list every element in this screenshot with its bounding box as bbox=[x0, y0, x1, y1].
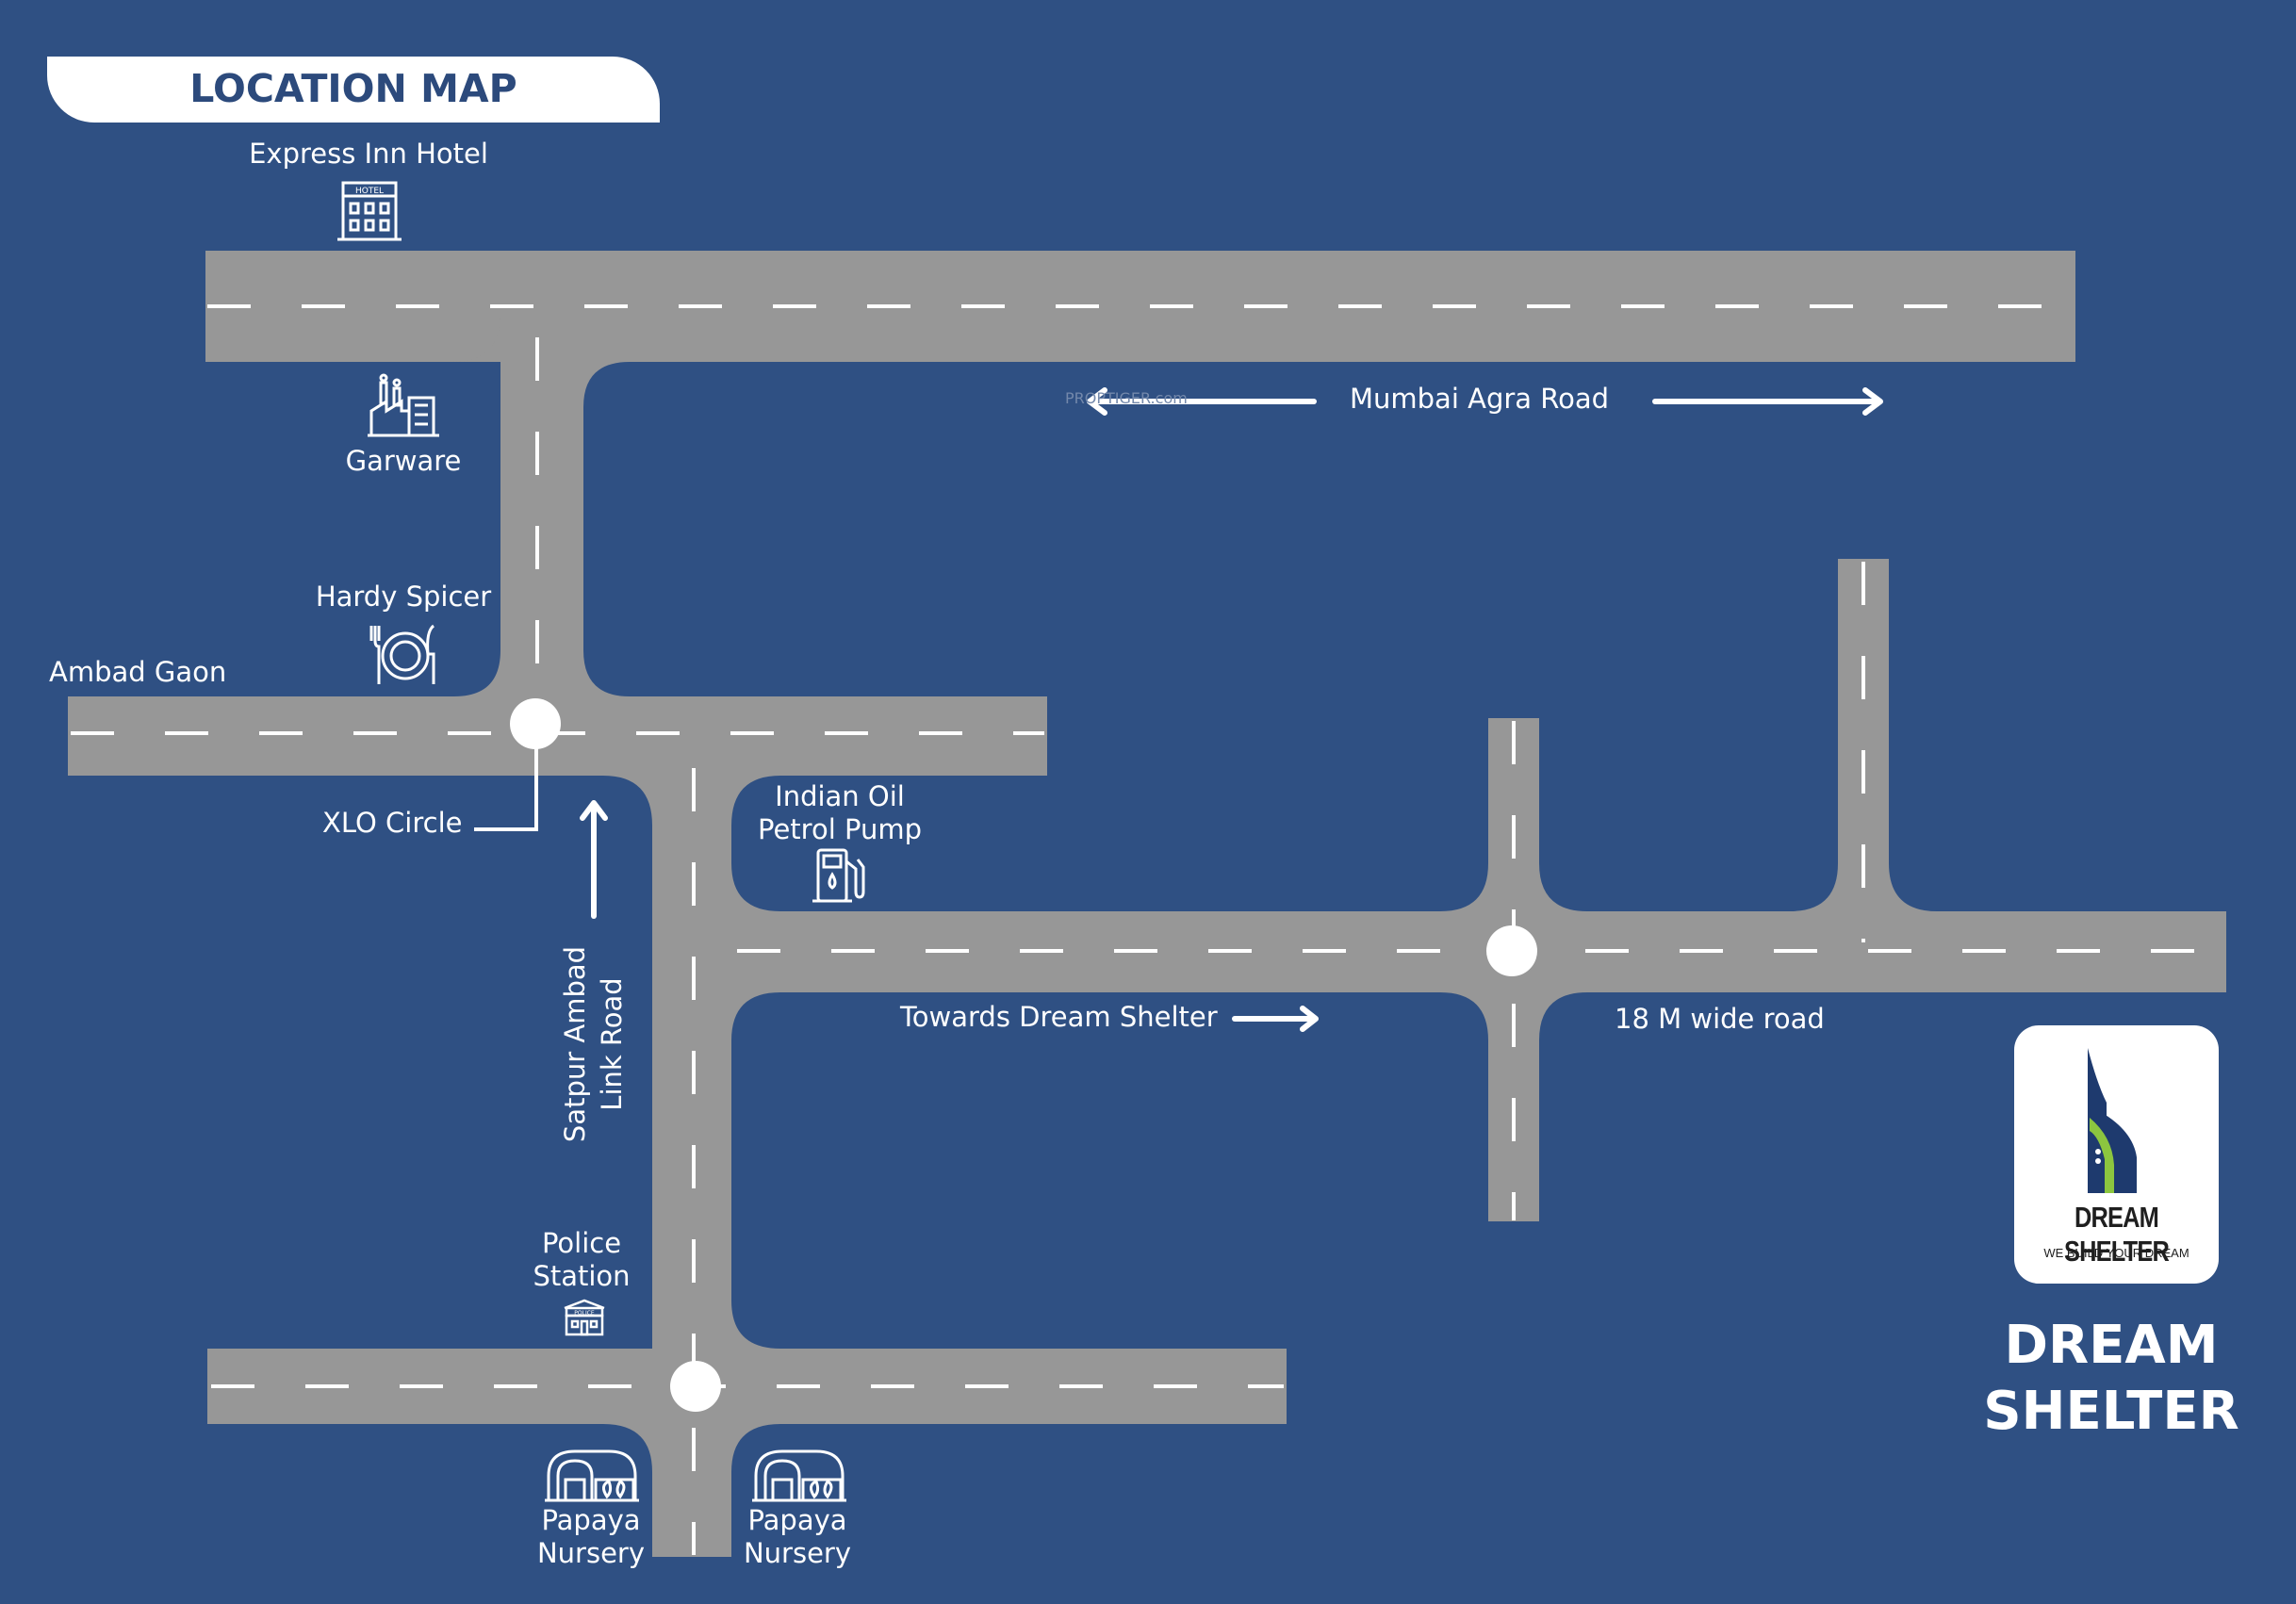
label-garware: Garware bbox=[345, 445, 462, 477]
label-18m-wide-road: 18 M wide road bbox=[1615, 1003, 1825, 1035]
xlo-circle-marker bbox=[510, 698, 561, 749]
brand-line1: DREAM bbox=[2004, 1315, 2219, 1376]
label-towards-dream-shelter: Towards Dream Shelter bbox=[900, 1001, 1218, 1033]
label-express-inn-hotel: Express Inn Hotel bbox=[249, 138, 488, 170]
police-line2: Station bbox=[533, 1259, 631, 1292]
dream-shelter-logo: DREAM SHELTER WE BUILD YOUR DREAM bbox=[2014, 1025, 2219, 1284]
brand-name: DREAM SHELTER bbox=[1983, 1303, 2239, 1453]
indian-oil-line1: Indian Oil bbox=[775, 780, 905, 812]
building-logo-icon bbox=[2088, 1048, 2137, 1193]
page-title: LOCATION MAP bbox=[189, 66, 517, 111]
papaya-left-line1: Papaya bbox=[541, 1504, 641, 1536]
hotel-sign-text: HOTEL bbox=[355, 187, 384, 196]
papaya-left-line2: Nursery bbox=[536, 1536, 646, 1569]
hotel-icon: HOTEL bbox=[337, 181, 402, 241]
label-papaya-nursery-left: Papaya Nursery bbox=[537, 1504, 645, 1570]
indian-oil-line2: Petrol Pump bbox=[758, 812, 922, 845]
label-indian-oil-petrol-pump: Indian Oil Petrol Pump bbox=[758, 780, 922, 846]
logo-name: DREAM SHELTER bbox=[2063, 1201, 2170, 1268]
nursery-icon-right bbox=[752, 1449, 846, 1502]
police-line1: Police bbox=[541, 1227, 622, 1259]
papaya-right-line1: Papaya bbox=[747, 1504, 847, 1536]
location-map-title-tab: LOCATION MAP bbox=[47, 57, 660, 123]
police-sign-text: POLICE bbox=[574, 1310, 595, 1317]
label-hardy-spicer: Hardy Spicer bbox=[315, 581, 492, 613]
fuel-pump-icon bbox=[812, 848, 865, 903]
bottom-junction-circle bbox=[670, 1361, 721, 1412]
connector-road bbox=[500, 358, 583, 697]
mumbai-agra-road bbox=[205, 251, 2075, 362]
papaya-right-line2: Nursery bbox=[743, 1536, 852, 1569]
label-ambad-gaon: Ambad Gaon bbox=[49, 656, 227, 688]
watermark: PROPTIGER.com bbox=[1065, 389, 1188, 407]
restaurant-icon bbox=[369, 624, 435, 684]
label-police-station: Police Station bbox=[533, 1227, 630, 1293]
logo-tagline: WE BUILD YOUR DREAM bbox=[2043, 1246, 2189, 1260]
junction-circle bbox=[1486, 925, 1537, 976]
nursery-icon-left bbox=[545, 1449, 639, 1502]
police-station-icon: POLICE bbox=[564, 1299, 605, 1336]
label-xlo-circle: XLO Circle bbox=[322, 807, 463, 839]
label-satpur-ambad-link-road: Satpur Ambad Link Road bbox=[557, 946, 631, 1142]
brand-line2: SHELTER bbox=[1983, 1380, 2239, 1442]
factory-icon bbox=[368, 373, 439, 437]
bottom-road bbox=[207, 1349, 1287, 1424]
label-mumbai-agra-road: Mumbai Agra Road bbox=[1350, 383, 1610, 415]
label-papaya-nursery-right: Papaya Nursery bbox=[744, 1504, 851, 1570]
satpur-line2: Link Road bbox=[596, 977, 628, 1111]
satpur-line1: Satpur Ambad bbox=[558, 945, 591, 1143]
xlo-leader-line bbox=[474, 735, 538, 831]
